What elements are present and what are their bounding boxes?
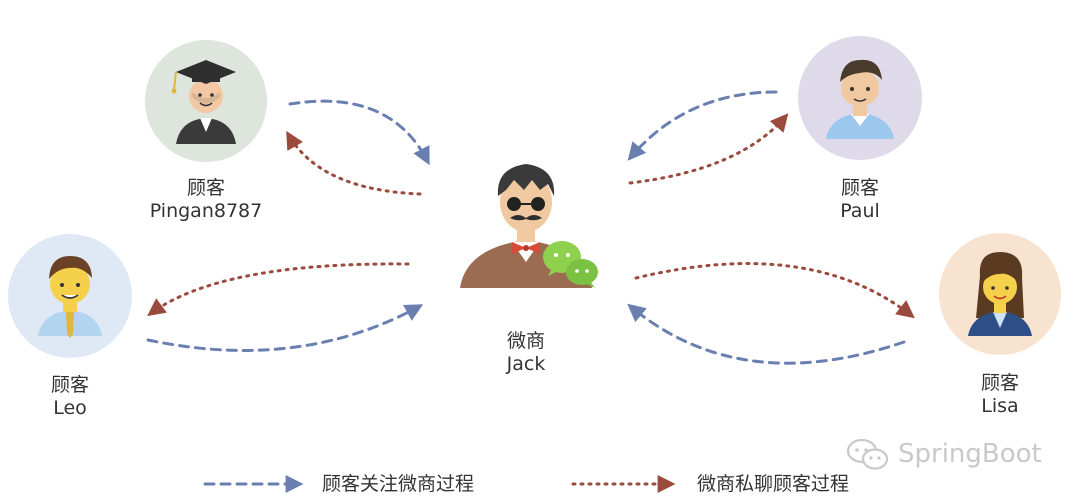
leo-name: Leo [53,397,87,419]
label-leo: 顾客 Leo [0,374,170,420]
lisa-name: Lisa [981,395,1019,417]
jack-name: Jack [506,353,546,375]
label-lisa: 顾客 Lisa [900,372,1080,418]
lisa-role: 顾客 [980,372,1019,394]
legend-private-chat-label: 微商私聊顾客过程 [697,473,850,495]
avatar-paul [798,36,922,160]
follow-arrow-lisa [627,303,906,365]
avatar-jack [460,164,598,288]
pingan-name: Pingan8787 [149,200,263,222]
follow-arrow-pingan [288,99,430,166]
chat-arrow-pingan [286,130,422,196]
leo-role: 顾客 [50,374,89,396]
paul-name: Paul [840,200,880,222]
watermark: SpringBoot [846,434,1066,474]
label-paul: 顾客 Paul [760,177,960,223]
avatar-leo [8,234,132,358]
private-chat-arrows [147,113,915,493]
jack-role: 微商 [506,330,545,352]
label-pingan: 顾客 Pingan8787 [106,177,306,223]
chat-arrow-paul [628,113,789,185]
paul-role: 顾客 [840,177,879,199]
follow-arrows [146,90,906,493]
wechat-icon [543,241,598,288]
avatar-lisa [939,233,1061,355]
watermark-text: SpringBoot [898,439,1042,469]
follow-arrow-paul [627,90,778,161]
chat-arrow-leo [147,262,410,317]
follow-arrow-leo [146,304,424,352]
label-jack: 微商 Jack [426,330,626,376]
pingan-role: 顾客 [186,177,225,199]
chat-arrow-lisa [634,262,915,319]
avatar-pingan [145,40,267,162]
legend-follow-label: 顾客关注微商过程 [322,473,475,495]
wechat-watermark-icon [846,438,889,470]
